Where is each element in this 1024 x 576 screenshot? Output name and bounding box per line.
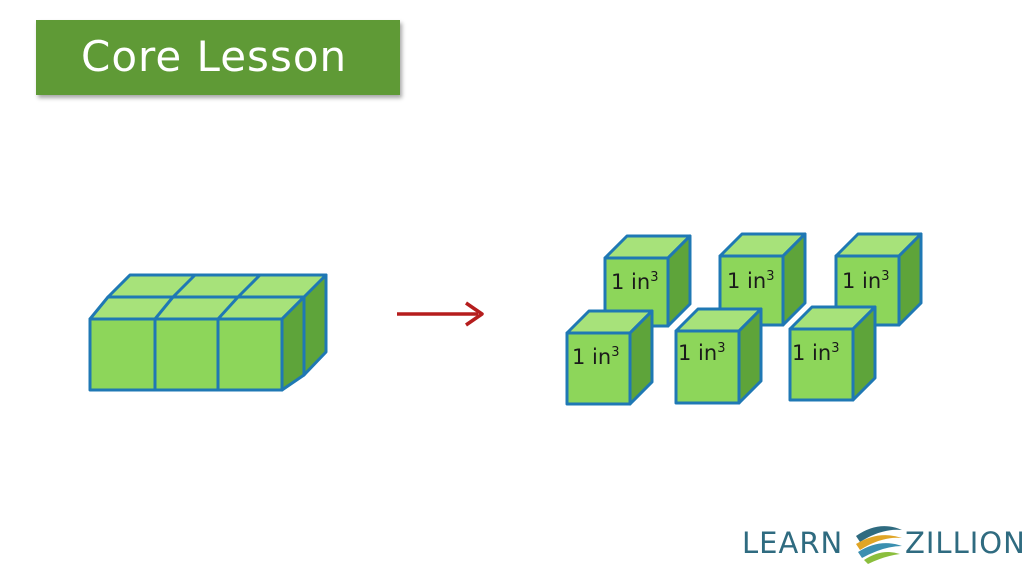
cube-label-exponent: 3 [766, 269, 774, 284]
svg-text:1 in3: 1 in3 [572, 345, 619, 369]
cube-label-text: 1 in [727, 269, 766, 293]
banner-title: Core Lesson [81, 32, 348, 81]
unit-cube-4: 1 in3 [565, 309, 654, 406]
svg-text:1 in3: 1 in3 [611, 270, 658, 294]
logo-word-zillion: ZILLION [905, 526, 1024, 560]
unit-cube-6: 1 in3 [788, 305, 877, 402]
logo-swirl-icon [856, 526, 902, 564]
logo-word-learn: LEARN [742, 526, 844, 560]
svg-text:1 in3: 1 in3 [678, 341, 725, 365]
cube-label-text: 1 in [572, 345, 611, 369]
svg-text:1 in3: 1 in3 [842, 269, 889, 293]
cube-label-text: 1 in [678, 341, 717, 365]
lesson-banner: Core Lesson [36, 20, 400, 95]
cube-label-exponent: 3 [831, 341, 839, 356]
cube-label-text: 1 in [842, 269, 881, 293]
cube-block-3x2 [88, 273, 328, 392]
cube-label-exponent: 3 [650, 270, 658, 285]
cube-label-exponent: 3 [611, 345, 619, 360]
cube-label-text: 1 in [792, 341, 831, 365]
unit-cube-1: 1 in3 [603, 234, 692, 328]
svg-text:1 in3: 1 in3 [727, 269, 774, 293]
cube-label-exponent: 3 [881, 269, 889, 284]
cube-label-exponent: 3 [717, 341, 725, 356]
svg-text:1 in3: 1 in3 [792, 341, 839, 365]
unit-cube-5: 1 in3 [674, 307, 763, 405]
cube-label-text: 1 in [611, 270, 650, 294]
arrow-right [397, 301, 484, 327]
learnzillion-logo: LEARN ZILLION [742, 518, 1024, 568]
